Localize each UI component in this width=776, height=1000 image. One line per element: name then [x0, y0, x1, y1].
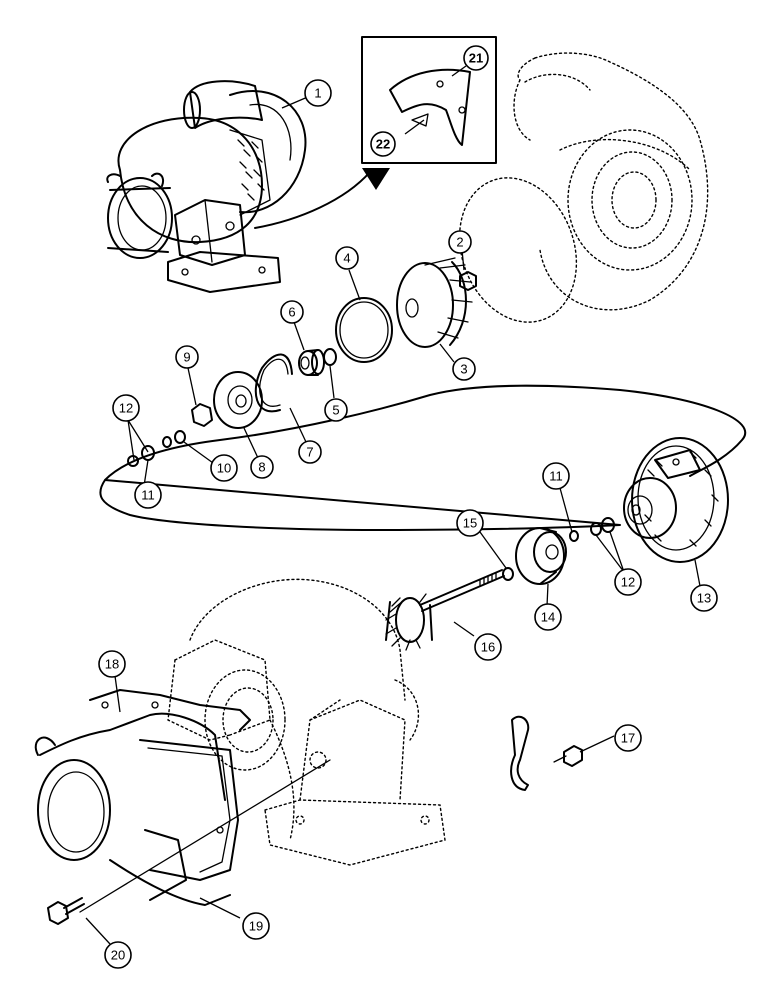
svg-text:15: 15	[463, 516, 477, 531]
svg-text:2: 2	[456, 235, 463, 250]
svg-text:12: 12	[621, 575, 635, 590]
svg-text:13: 13	[697, 591, 711, 606]
seal-plate	[515, 527, 567, 585]
thrust-collar	[191, 403, 213, 427]
callout-4: 4	[335, 246, 359, 270]
callout-8: 8	[250, 455, 274, 479]
callout-12-left: 12	[112, 394, 140, 422]
turbine-housing-phantom	[167, 578, 446, 866]
svg-text:20: 20	[111, 948, 125, 963]
svg-text:17: 17	[621, 731, 635, 746]
callout-22: 22	[370, 131, 396, 157]
callout-2: 2	[448, 230, 472, 254]
piston-ring	[502, 567, 514, 581]
compressor-cover-phantom	[458, 52, 709, 323]
svg-text:9: 9	[183, 350, 190, 365]
svg-text:8: 8	[258, 460, 265, 475]
svg-text:22: 22	[376, 137, 390, 152]
callout-14: 14	[534, 603, 562, 631]
svg-text:5: 5	[332, 403, 339, 418]
svg-text:1: 1	[314, 86, 321, 101]
group-outline	[99, 384, 747, 531]
callout-3: 3	[452, 357, 476, 381]
svg-text:6: 6	[288, 305, 295, 320]
callout-15: 15	[456, 509, 484, 537]
snap-ring	[254, 353, 293, 413]
callout-17: 17	[614, 724, 642, 752]
inset-detail	[361, 36, 497, 164]
center-housing	[623, 437, 729, 563]
callout-9: 9	[175, 345, 199, 369]
callout-1: 1	[304, 79, 332, 107]
svg-text:16: 16	[481, 640, 495, 655]
svg-text:4: 4	[343, 251, 350, 266]
svg-text:19: 19	[249, 919, 263, 934]
callout-18: 18	[98, 650, 126, 678]
nut	[459, 271, 477, 291]
compressor-wheel	[396, 257, 473, 348]
turbocharger-assembly	[106, 80, 390, 293]
callout-13: 13	[690, 584, 718, 612]
svg-text:12: 12	[119, 401, 133, 416]
callout-6: 6	[280, 300, 304, 324]
callout-19: 19	[242, 912, 270, 940]
o-ring-small	[323, 348, 337, 366]
bolt	[47, 897, 85, 925]
o-ring-large	[335, 297, 393, 363]
svg-text:14: 14	[541, 610, 555, 625]
svg-text:11: 11	[549, 469, 563, 484]
callout-21: 21	[463, 45, 489, 71]
callout-10: 10	[210, 454, 238, 482]
leader-lines	[85, 95, 701, 945]
svg-text:10: 10	[217, 461, 231, 476]
svg-text:21: 21	[469, 51, 483, 66]
callout-7: 7	[298, 440, 322, 464]
callout-5: 5	[324, 398, 348, 422]
clamp-bolt	[510, 715, 583, 791]
svg-text:7: 7	[306, 445, 313, 460]
thrust-plate	[213, 371, 263, 429]
callout-11-left: 11	[134, 481, 162, 509]
turbine-wheel-shaft	[385, 569, 505, 651]
outlet-elbow	[34, 689, 251, 906]
sleeve	[298, 349, 325, 376]
callout-11-right: 11	[542, 462, 570, 490]
svg-text:18: 18	[105, 657, 119, 672]
callout-20: 20	[104, 941, 132, 969]
callout-16: 16	[474, 633, 502, 661]
gasket	[139, 739, 239, 881]
callout-12-right: 12	[614, 568, 642, 596]
svg-text:11: 11	[141, 488, 155, 503]
svg-text:3: 3	[460, 362, 467, 377]
bolt-axis-line	[79, 759, 331, 913]
